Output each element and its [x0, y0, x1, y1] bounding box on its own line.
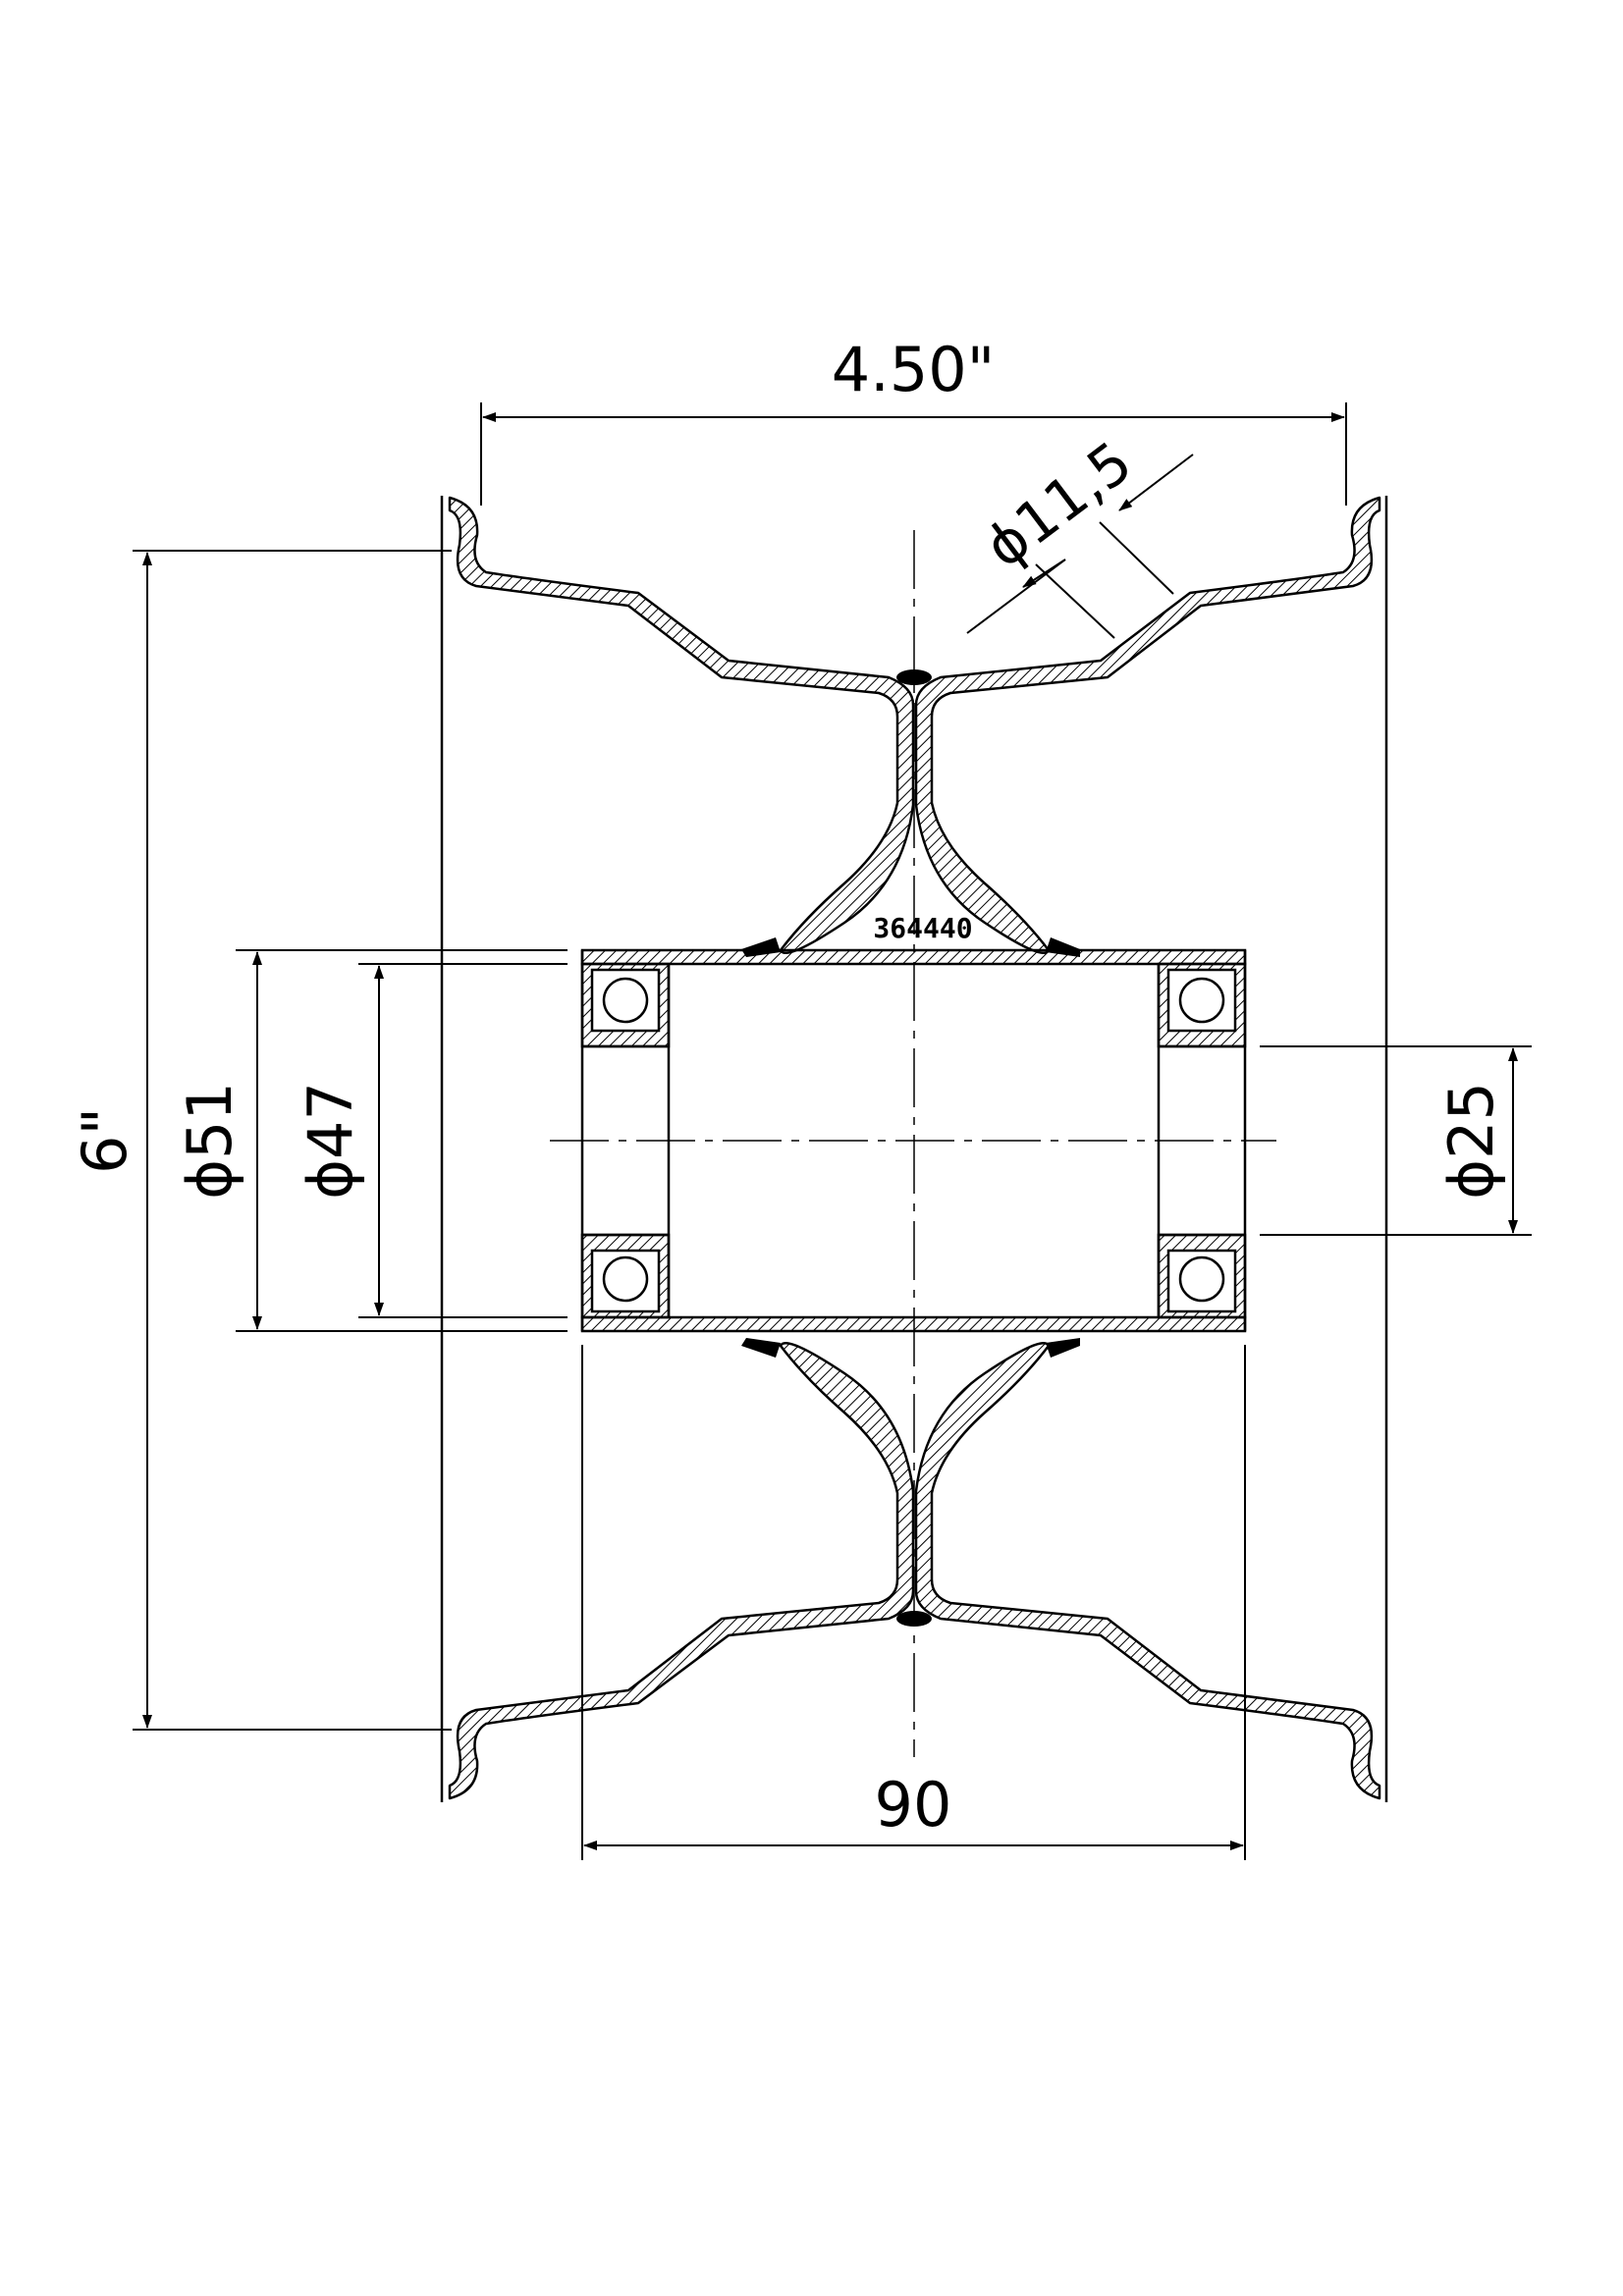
rim-left-top — [448, 496, 915, 955]
rim-flange-lines — [440, 496, 1388, 1802]
hub-length-label: 90 — [875, 1769, 952, 1841]
rim-right-bottom — [914, 1341, 1381, 1800]
dim-hub-length — [581, 1345, 1246, 1860]
rim-diameter-label: 6" — [69, 1107, 140, 1174]
part-number: 364440 — [873, 912, 972, 944]
center-lines — [550, 530, 1276, 1757]
rim-right-top — [914, 496, 1381, 955]
overall-width-label: 4.50" — [832, 334, 996, 405]
bolt-hole-diameter-label: ϕ11,5 — [973, 428, 1145, 580]
dim-rim-diameter — [133, 550, 452, 1731]
dim-hub-outer — [236, 949, 568, 1332]
dim-bolt-hole — [966, 454, 1194, 639]
bore-diameter-label: ϕ25 — [1435, 1082, 1507, 1200]
hub-inner-diameter-label: ϕ47 — [295, 1082, 366, 1200]
dim-bore — [1260, 1045, 1532, 1236]
dim-hub-inner — [358, 963, 568, 1318]
hub-outer-diameter-label: ϕ51 — [174, 1082, 245, 1200]
bearing-left-bottom — [580, 1233, 671, 1319]
bearing-right-top — [1157, 962, 1247, 1048]
rim-left-bottom — [448, 1341, 915, 1800]
bearing-left-top — [580, 962, 671, 1048]
bearings — [580, 962, 1247, 1319]
bearing-right-bottom — [1157, 1233, 1247, 1319]
dim-overall-width — [480, 402, 1347, 506]
